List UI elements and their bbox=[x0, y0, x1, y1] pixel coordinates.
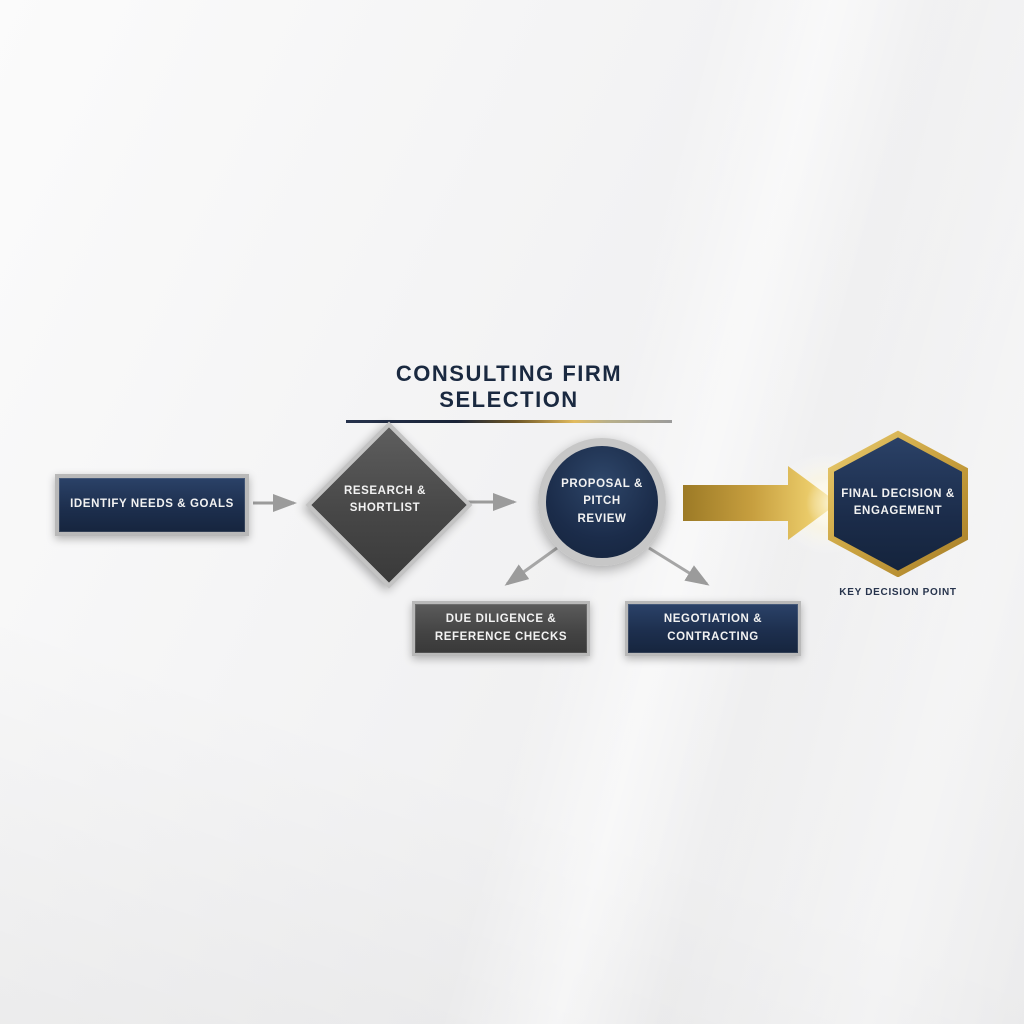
key-decision-caption: KEY DECISION POINT bbox=[839, 587, 957, 598]
node-final-label-wrap: FINAL DECISION & ENGAGEMENT bbox=[840, 429, 956, 577]
node-research-label: RESEARCH & SHORTLIST bbox=[343, 485, 427, 515]
node-identify-label: IDENTIFY NEEDS & GOALS bbox=[70, 498, 234, 511]
hexagon-shape bbox=[828, 430, 968, 577]
diagram-title-block: CONSULTING FIRM SELECTION bbox=[346, 361, 672, 423]
arrow-proposal-to-due-diligence bbox=[504, 546, 558, 586]
node-due-diligence: DUE DILIGENCE & REFERENCE CHECKS bbox=[412, 601, 590, 656]
diagram-title: CONSULTING FIRM SELECTION bbox=[395, 361, 623, 412]
arrow-proposal-to-negotiation bbox=[648, 546, 710, 586]
node-final-decision: FINAL DECISION & ENGAGEMENT bbox=[824, 429, 972, 577]
node-negotiation: NEGOTIATION & CONTRACTING bbox=[625, 601, 801, 656]
node-research: RESEARCH & SHORTLIST bbox=[323, 483, 447, 518]
node-final-label: FINAL DECISION & ENGAGEMENT bbox=[841, 487, 955, 517]
node-proposal-label: PROPOSAL & PITCH REVIEW bbox=[561, 478, 643, 525]
node-due-diligence-label: DUE DILIGENCE & REFERENCE CHECKS bbox=[434, 613, 568, 643]
node-negotiation-label: NEGOTIATION & CONTRACTING bbox=[663, 613, 763, 643]
node-identify-needs: IDENTIFY NEEDS & GOALS bbox=[55, 474, 249, 536]
node-proposal: PROPOSAL & PITCH REVIEW bbox=[538, 438, 666, 566]
gold-arrow-shape bbox=[683, 466, 838, 540]
title-underline bbox=[346, 420, 672, 423]
hexagon-polygon bbox=[828, 430, 968, 577]
